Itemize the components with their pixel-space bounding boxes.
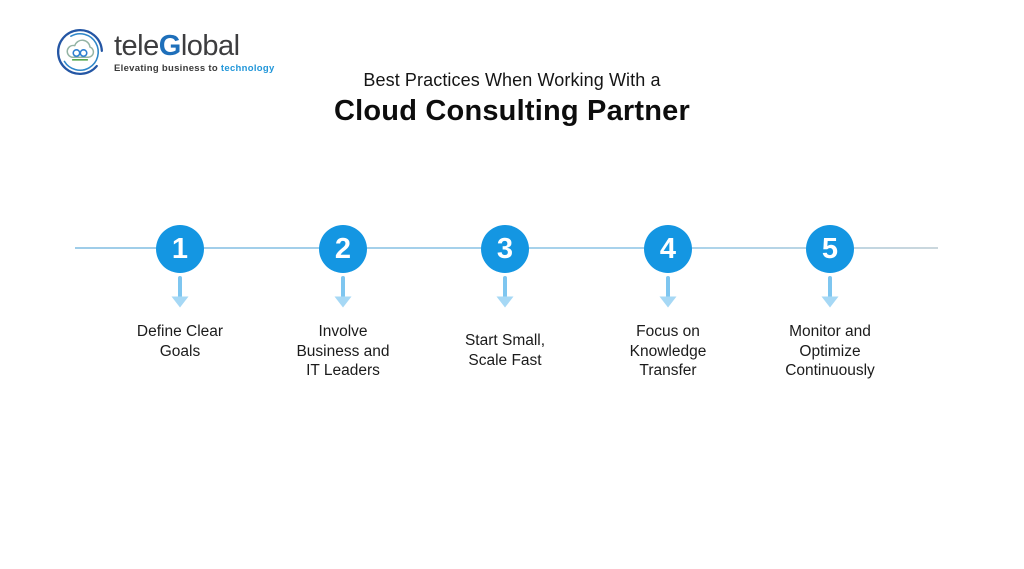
tagline-highlight: technology [220,62,275,74]
step-label: Monitor and Optimize Continuously [785,323,875,379]
timeline-step-4: 4 Focus on Knowledge Transfer [588,225,748,381]
logo-text: teleGlobal Elevating business to technol… [114,31,275,74]
tagline-prefix: Elevating business to [114,62,221,74]
step-number: 5 [821,232,839,265]
brand-g: G [158,29,182,62]
step-circle: 5 [806,225,854,273]
timeline-step-3: 3 Start Small, Scale Fast [425,225,585,370]
brand-tele: tele [114,29,159,62]
teleglobal-logo: teleGlobal Elevating business to technol… [55,27,275,77]
step-circle: 1 [156,225,204,273]
step-circle: 4 [644,225,692,273]
step-label: Define Clear Goals [136,323,224,360]
step-label: Focus on Knowledge Transfer [629,323,707,379]
brand-lobal: lobal [180,29,240,62]
down-arrow-icon [334,276,352,308]
step-circle: 3 [481,225,529,273]
page-title: Cloud Consulting Partner [333,95,690,127]
timeline-step-5: 5 Monitor and Optimize Continuously [750,225,910,381]
step-number: 2 [334,232,352,265]
step-label: Involve Business and IT Leaders [296,323,390,379]
brand-tagline: Elevating business to technology [114,63,275,74]
down-arrow-icon [496,276,514,308]
down-arrow-icon [659,276,677,308]
down-arrow-icon [821,276,839,308]
step-label: Start Small, Scale Fast [464,332,546,369]
step-number: 1 [171,232,189,265]
title-block: Best Practices When Working With a Cloud… [0,70,1024,128]
down-arrow-icon [171,276,189,308]
step-number: 4 [659,232,677,265]
step-circle: 2 [319,225,367,273]
title-subtitle: Best Practices When Working With a [363,70,661,90]
step-number: 3 [496,232,514,265]
brand-name: teleGlobal [114,31,275,61]
timeline-step-2: 2 Involve Business and IT Leaders [263,225,423,381]
timeline-step-1: 1 Define Clear Goals [100,225,260,361]
teleglobal-logo-icon [56,28,104,76]
